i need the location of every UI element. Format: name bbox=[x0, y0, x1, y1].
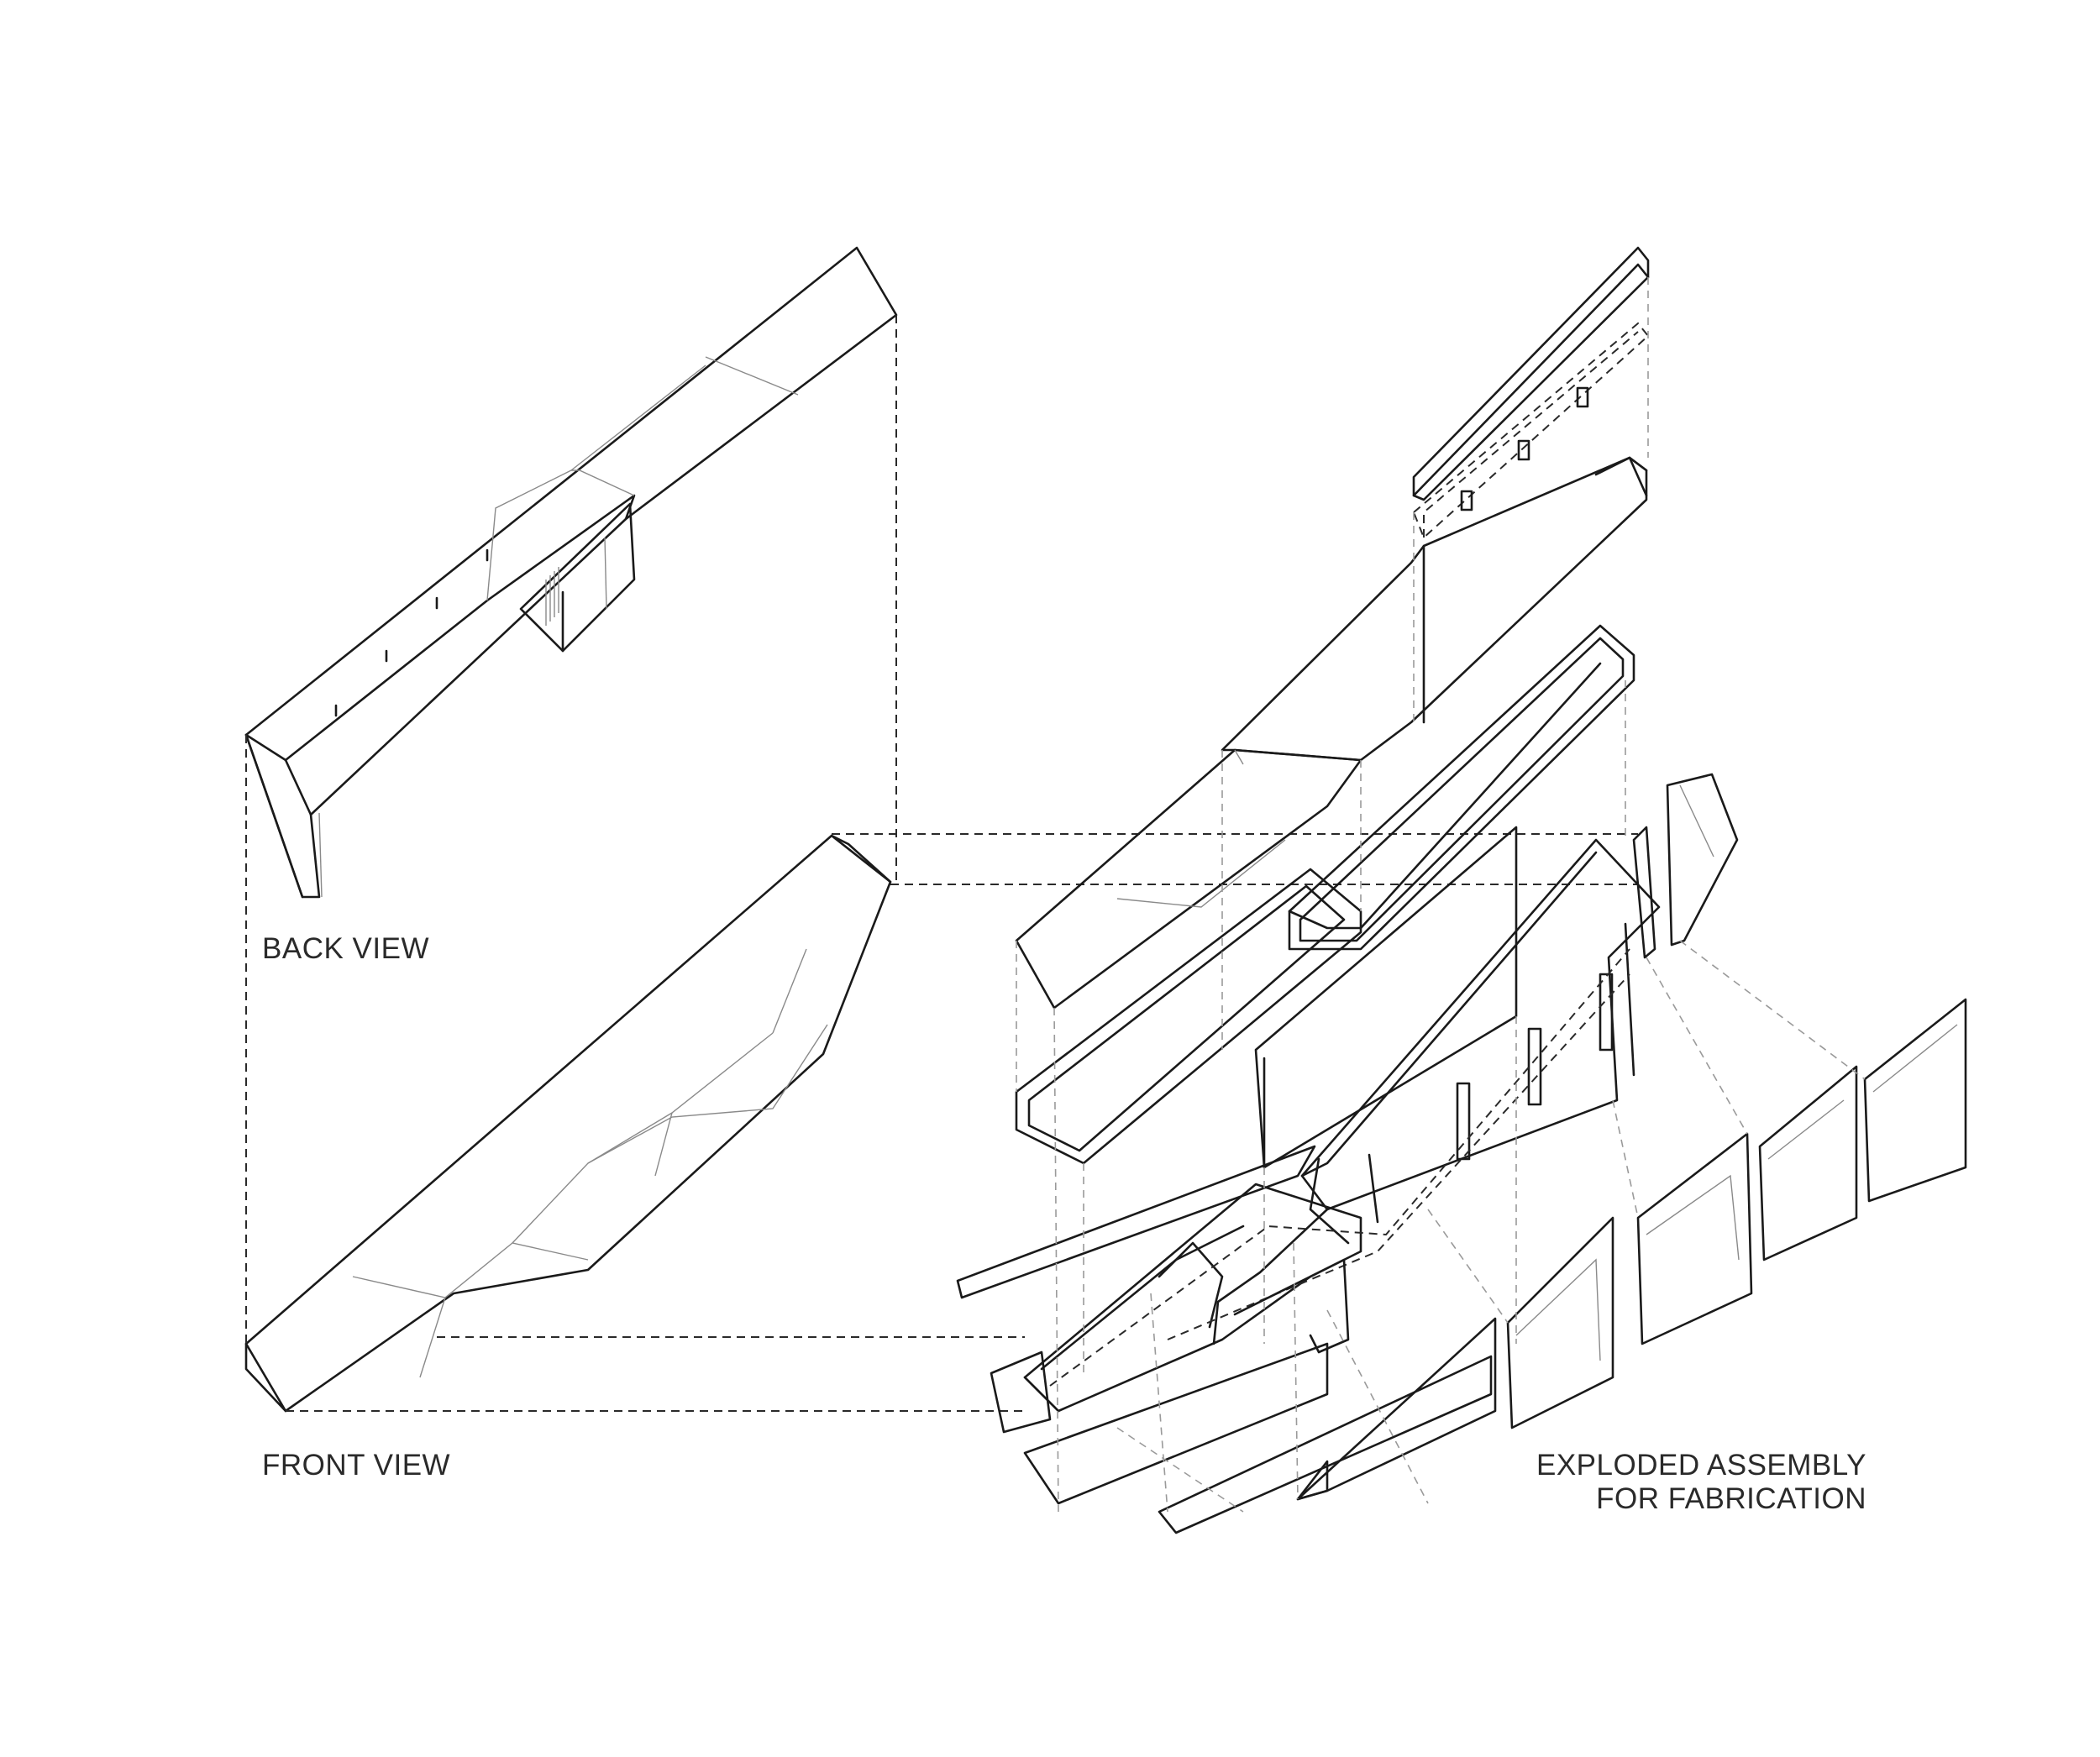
assembly-guides bbox=[1016, 277, 1866, 1513]
frame-ring-upper bbox=[1288, 624, 1635, 951]
projection-lines bbox=[245, 315, 1638, 1412]
top-panel bbox=[1015, 456, 1648, 1010]
top-rail bbox=[1412, 246, 1650, 539]
exploded-assembly-model bbox=[956, 246, 1967, 1534]
back-view-label: BACK VIEW bbox=[262, 932, 429, 965]
back-panel bbox=[1254, 826, 1518, 1169]
vent-detail bbox=[545, 567, 559, 626]
front-view-model bbox=[244, 834, 892, 1413]
bottom-panels bbox=[1023, 998, 1967, 1534]
lower-fin bbox=[956, 1145, 1350, 1434]
frame-ring-lower bbox=[1015, 868, 1362, 1165]
exploded-label-line2: FOR FABRICATION bbox=[1596, 1482, 1866, 1515]
front-view-label: FRONT VIEW bbox=[262, 1449, 451, 1482]
back-view-model bbox=[244, 246, 898, 899]
main-frame bbox=[1023, 838, 1661, 1413]
side-fin-panels bbox=[1632, 773, 1739, 959]
exploded-assembly-label: EXPLODED ASSEMBLY FOR FABRICATION bbox=[1536, 1449, 1866, 1516]
exploded-label-line1: EXPLODED ASSEMBLY bbox=[1536, 1449, 1866, 1482]
